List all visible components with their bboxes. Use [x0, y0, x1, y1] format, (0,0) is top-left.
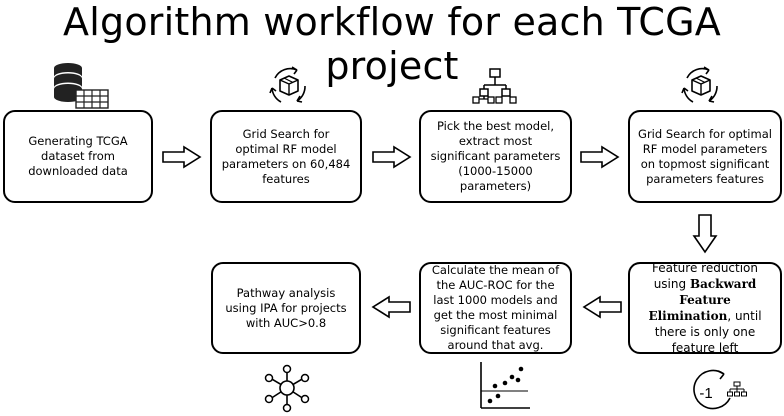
arrow-right-1	[162, 145, 202, 169]
step-feature-reduction-label: Feature reduction using Backward Feature…	[636, 260, 774, 356]
hierarchy-icon	[472, 68, 517, 104]
arrow-right-2	[372, 145, 412, 169]
step-generate-dataset-label: Generating TCGA dataset from downloaded …	[28, 134, 128, 178]
feature-reduction-text-a: Feature reduction using	[651, 261, 759, 291]
scatter-plot-icon	[480, 362, 530, 409]
step-pathway-analysis-label: Pathway analysis using IPA for projects …	[225, 285, 347, 330]
arrow-left-1	[582, 295, 622, 319]
grid-search-cycle-icon	[681, 66, 718, 103]
network-icon	[264, 364, 310, 413]
step-grid-search-all-features: Grid Search for optimal RF model paramet…	[210, 110, 362, 203]
grid-search-cycle-icon	[269, 66, 306, 103]
step-grid-search-top-features-label: Grid Search for optimal RF model paramet…	[638, 126, 772, 186]
database-table-icon	[54, 63, 109, 109]
step-calculate-mean-auc: Calculate the mean of the AUC-ROC for th…	[419, 262, 572, 354]
step-feature-reduction: Feature reduction using Backward Feature…	[628, 260, 782, 356]
step-calculate-mean-auc-label: Calculate the mean of the AUC-ROC for th…	[431, 263, 560, 352]
feature-reduction-text-b: , until there is only one feature left	[654, 309, 762, 355]
step-grid-search-all-features-label: Grid Search for optimal RF model paramet…	[221, 126, 351, 186]
step-pick-best-model: Pick the best model, extract most signif…	[419, 110, 572, 203]
step-pathway-analysis: Pathway analysis using IPA for projects …	[211, 262, 361, 354]
step-pick-best-model-label: Pick the best model, extract most signif…	[430, 119, 561, 193]
minus-one-label: -1	[699, 385, 712, 402]
minus-one-cycle-icon: -1	[693, 369, 747, 410]
diagram-title: Algorithm workflow for each TCGA project	[63, 0, 721, 88]
step-generate-dataset: Generating TCGA dataset from downloaded …	[3, 110, 153, 203]
arrow-left-2	[371, 295, 411, 319]
feature-reduction-bold-text: Backward Feature Elimination	[648, 277, 757, 323]
arrow-right-3	[580, 145, 620, 169]
arrow-down	[692, 214, 718, 254]
step-grid-search-top-features: Grid Search for optimal RF model paramet…	[628, 110, 782, 203]
